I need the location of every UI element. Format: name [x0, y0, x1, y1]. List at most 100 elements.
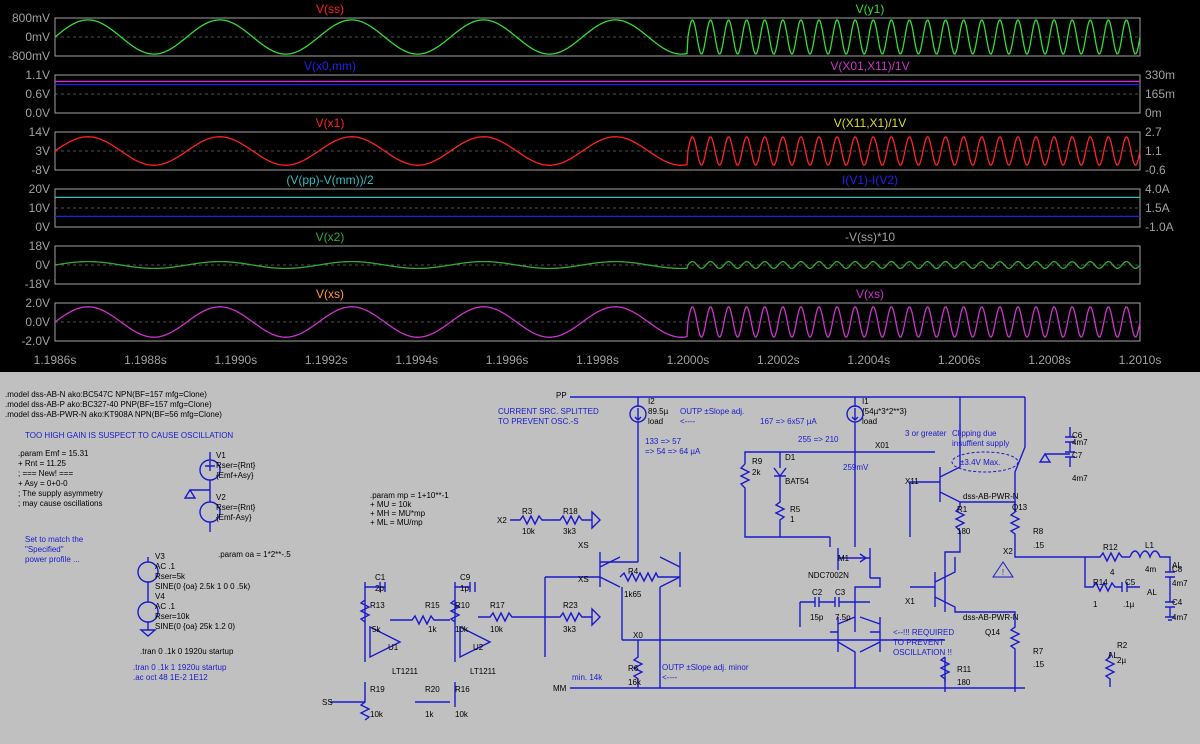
comment: 133 => 57 — [645, 437, 682, 446]
comment: TO PREVENT — [893, 638, 944, 647]
model-directive: .model dss-AB-N ako:BC547C NPN(BF=157 mf… — [5, 390, 207, 399]
component-label: 10k — [455, 710, 469, 719]
component-label: .1µ — [1123, 600, 1135, 609]
y-tick-label: 3V — [35, 144, 50, 158]
comment: CURRENT SRC. SPLITTED — [498, 407, 599, 416]
component-label: C2 — [812, 588, 823, 597]
component-label: 89.5µ — [648, 407, 669, 416]
component-label: {54µ*3*2**3} — [862, 407, 907, 416]
component-label: AC .1 — [155, 602, 176, 611]
component-label: LT1211 — [470, 667, 496, 676]
schematic-editor[interactable]: .model dss-AB-N ako:BC547C NPN(BF=157 mf… — [0, 372, 1200, 739]
comment: OUTP ±Slope adj. — [680, 407, 744, 416]
component-label: 16k — [628, 678, 642, 687]
warning-icon-glyph: ! — [1002, 568, 1004, 577]
component-label: R11 — [957, 665, 972, 674]
param-directive: ; === New! === — [18, 469, 73, 478]
y-tick-label: 2.0V — [25, 296, 50, 310]
y2-tick-label: 0m — [1145, 106, 1162, 120]
component-label: 4 — [1110, 568, 1115, 577]
param-directive: .param oa = 1*2**-.5 — [218, 550, 291, 559]
y-tick-label: 18V — [29, 239, 50, 253]
component-label: 4m7 — [1172, 579, 1188, 588]
y-tick-label: 0.0V — [25, 106, 50, 120]
component-label: 4m7 — [1072, 474, 1088, 483]
component-label: R18 — [563, 507, 578, 516]
x-tick-label: 1.1996s — [486, 353, 529, 367]
x-tick-label: 1.1986s — [34, 353, 77, 367]
component-label: V2 — [216, 493, 226, 502]
component-label: C4 — [1172, 598, 1183, 607]
trace-line — [54, 260, 1141, 270]
component-label: C5 — [1125, 578, 1136, 587]
component-label: {Emf+Asy} — [216, 471, 254, 480]
component-label: .15 — [1033, 660, 1045, 669]
component-label: 15p — [810, 613, 824, 622]
component-label: Rser={Rnt} — [216, 461, 256, 470]
component-label: .15 — [1033, 541, 1045, 550]
component-label: Q13 — [1012, 503, 1028, 512]
component-label: V4 — [155, 592, 165, 601]
component-label: SINE(0 {oa} 2.5k 1 0 0 .5k) — [155, 582, 251, 591]
trace-label: V(xs) — [856, 287, 884, 301]
warning-comment: TOO HIGH GAIN IS SUSPECT TO CAUSE OSCILL… — [25, 431, 233, 440]
net-label: XS — [578, 575, 589, 584]
component-label: R10 — [455, 601, 470, 610]
component-label: 2p — [375, 584, 384, 593]
component-label: Rser=10k — [155, 612, 190, 621]
x-tick-label: 1.1990s — [214, 353, 257, 367]
voltage-annotation: 259mV — [843, 463, 869, 472]
trace-line — [54, 135, 1141, 167]
param-directive: + ML = MU/mp — [370, 518, 423, 527]
x-tick-label: 1.2000s — [667, 353, 710, 367]
component-label: D1 — [785, 453, 796, 462]
tran-directive: .tran 0 .1k 1 1920u startup — [133, 663, 227, 672]
net-label: PP — [556, 391, 567, 400]
component-label: R2 — [1117, 641, 1128, 650]
component-label: R5 — [790, 505, 801, 514]
component-label: 4m7 — [1172, 613, 1188, 622]
net-label: X11 — [905, 477, 919, 486]
component-label: 2µ — [1117, 656, 1126, 665]
x-tick-label: 1.1988s — [124, 353, 167, 367]
component-label: R16 — [455, 685, 470, 694]
trace-line — [54, 18, 1141, 56]
param-directive: ; may cause oscillations — [18, 499, 102, 508]
trace-label: V(X11,X1)/1V — [834, 116, 906, 130]
y-tick-label: -800mV — [8, 49, 50, 63]
component-label: AC .1 — [155, 562, 176, 571]
trace-label: I(V1)-I(V2) — [842, 173, 898, 187]
component-label: C9 — [460, 573, 471, 582]
component-label: V3 — [155, 552, 165, 561]
x-tick-label: 1.2008s — [1028, 353, 1071, 367]
y-tick-label: 0mV — [25, 30, 50, 44]
component-label: I2 — [648, 397, 655, 406]
y-tick-label: 0.0V — [25, 315, 50, 329]
y-tick-label: 0V — [35, 220, 50, 234]
y2-tick-label: 1.5A — [1145, 201, 1170, 215]
y-tick-label: 800mV — [12, 11, 50, 25]
x-tick-label: 1.2002s — [757, 353, 800, 367]
y2-tick-label: 1.1 — [1145, 144, 1162, 158]
component-label: load — [862, 417, 877, 426]
x-tick-label: 1.1994s — [395, 353, 438, 367]
component-label: C3 — [835, 588, 846, 597]
trace-label: V(x2) — [316, 230, 345, 244]
component-label: 10k — [455, 625, 469, 634]
net-label: AL — [1172, 561, 1182, 570]
component-label: 1k — [428, 625, 437, 634]
trace-label: V(X01,X11)/1V — [830, 59, 909, 73]
trace-line — [54, 305, 1141, 339]
comment: "Specified" — [25, 545, 64, 554]
component-label: L1 — [1145, 541, 1154, 550]
comment: <---- — [680, 417, 696, 426]
comment: insuffient supply — [952, 439, 1009, 448]
trace-label: V(xs) — [316, 287, 344, 301]
x-tick-label: 1.2006s — [938, 353, 981, 367]
component-label: C8 — [1172, 565, 1183, 574]
schematic-canvas[interactable]: .model dss-AB-N ako:BC547C NPN(BF=157 mf… — [0, 372, 1200, 739]
component-label: U2 — [473, 643, 484, 652]
y-tick-label: 14V — [29, 125, 50, 139]
